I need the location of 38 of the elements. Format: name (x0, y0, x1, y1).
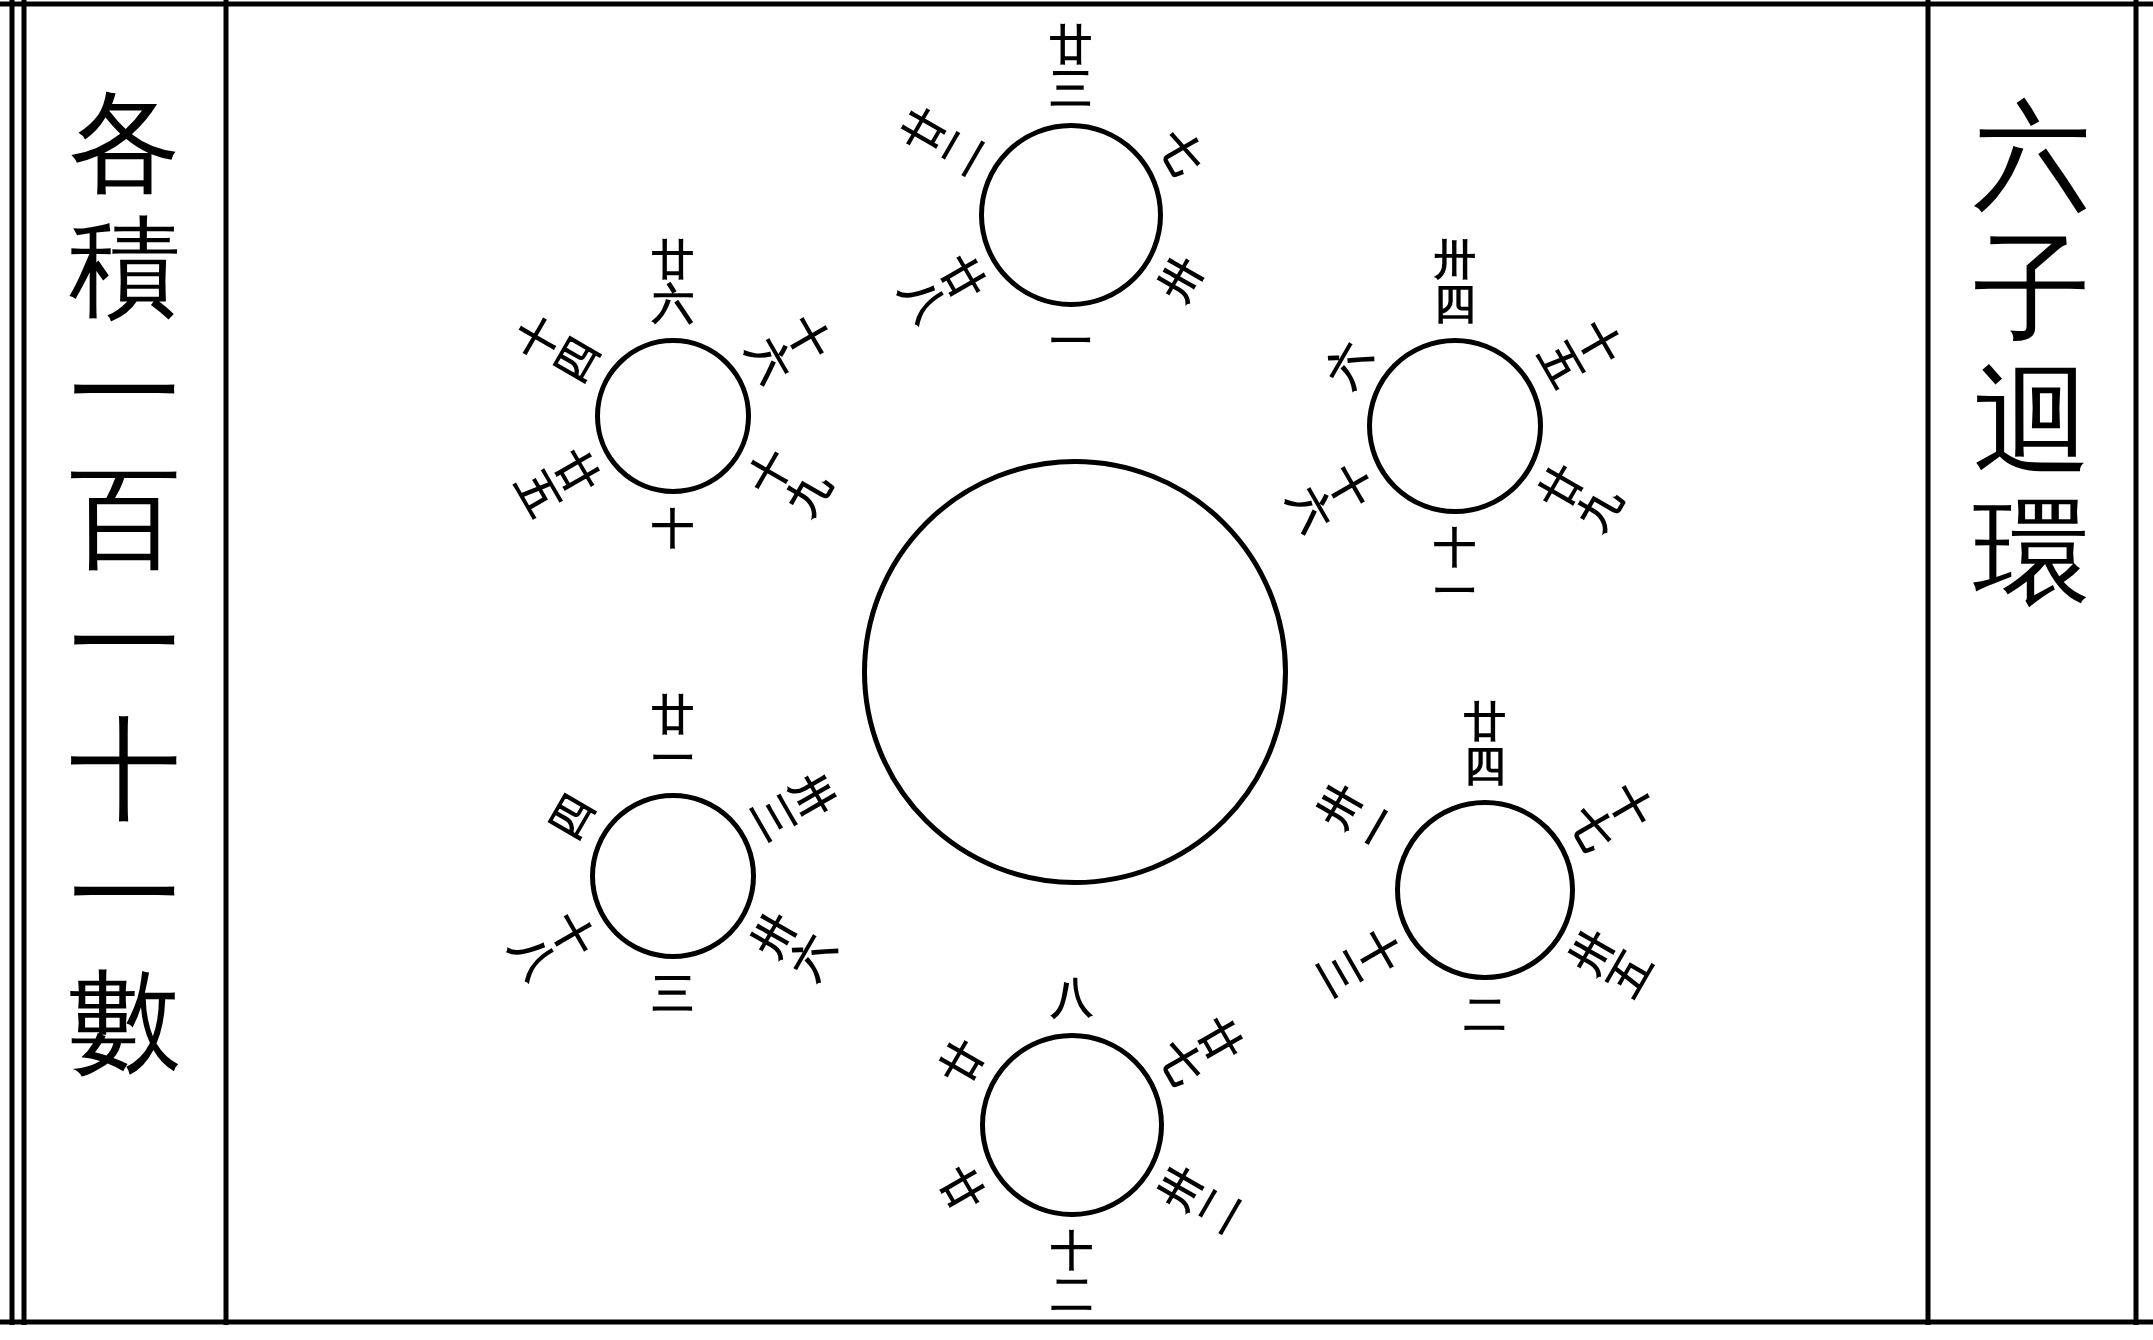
number-label: 六 (1318, 334, 1379, 395)
number-label: 廿六 (651, 238, 696, 327)
number-label: 二 (1463, 993, 1508, 1038)
number-label: 卅六 (744, 904, 843, 987)
number-label: 七 (1150, 121, 1212, 182)
number-label: 十五 (1530, 312, 1629, 396)
number-label: 廿五 (507, 441, 607, 525)
number-label: 十二 (1050, 1229, 1095, 1318)
number-label: 廿七 (1151, 1009, 1250, 1093)
title: 六子迴環 (1971, 90, 2092, 619)
number-label: 廿 (931, 1031, 993, 1092)
side-inscription: 各積一百一十一數 (67, 80, 182, 1084)
number-label: 廿二 (893, 99, 993, 183)
number-label: 十六 (739, 307, 839, 391)
number-label: 卅二 (1151, 1157, 1250, 1241)
number-label: 十七 (1562, 775, 1661, 859)
number-label: 十一 (1433, 526, 1478, 615)
number-label: 廿一 (651, 693, 696, 782)
number-label: 廿 (931, 1158, 993, 1219)
number-label: 卅 (1150, 248, 1212, 309)
number-label: 廿八 (893, 247, 993, 331)
number-label: 十六 (1281, 456, 1380, 540)
number-label: 卅三 (744, 765, 843, 848)
number-label: 十四 (507, 307, 607, 391)
number-label: 一 (1049, 320, 1094, 365)
number-label: 廿四 (1463, 700, 1508, 789)
number-label: 廿三 (1049, 23, 1094, 112)
number-label: 十八 (503, 904, 602, 987)
number-label: 卅四 (1433, 238, 1478, 327)
number-label: 十九 (739, 441, 839, 525)
number-label: 十三 (1309, 921, 1408, 1005)
number-label: 卅一 (1309, 775, 1408, 859)
number-label: 八 (1050, 976, 1095, 1021)
number-label: 四 (540, 786, 601, 848)
number-label: 十 (651, 507, 696, 552)
number-label: 卅五 (1562, 921, 1661, 1005)
number-label: 三 (651, 972, 696, 1017)
number-label: 廿九 (1530, 456, 1629, 540)
